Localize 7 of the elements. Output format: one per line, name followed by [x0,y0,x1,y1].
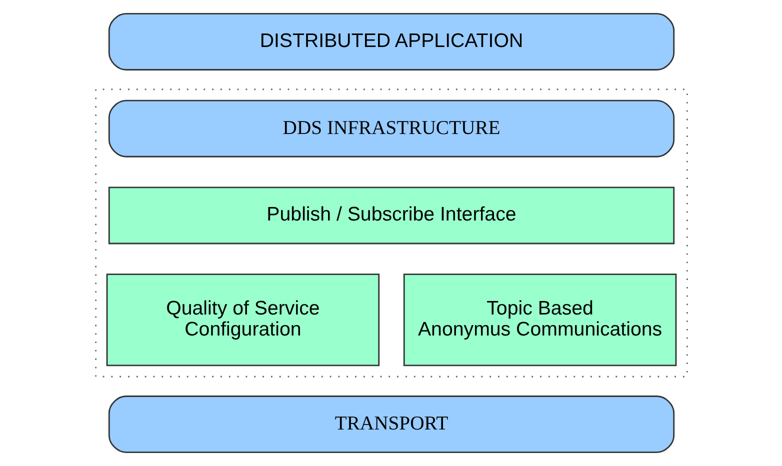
node-box: Quality of Service Configuration [106,274,380,366]
node-box: DISTRIBUTED APPLICATION [108,13,674,70]
node-box: TRANSPORT [108,396,674,453]
node-box: DDS INFRASTRUCTURE [108,100,674,158]
node-box: Publish / Subscribe Interface [108,186,674,244]
node-box: Topic Based Anonymus Communications [402,274,676,366]
cluster [94,88,688,378]
